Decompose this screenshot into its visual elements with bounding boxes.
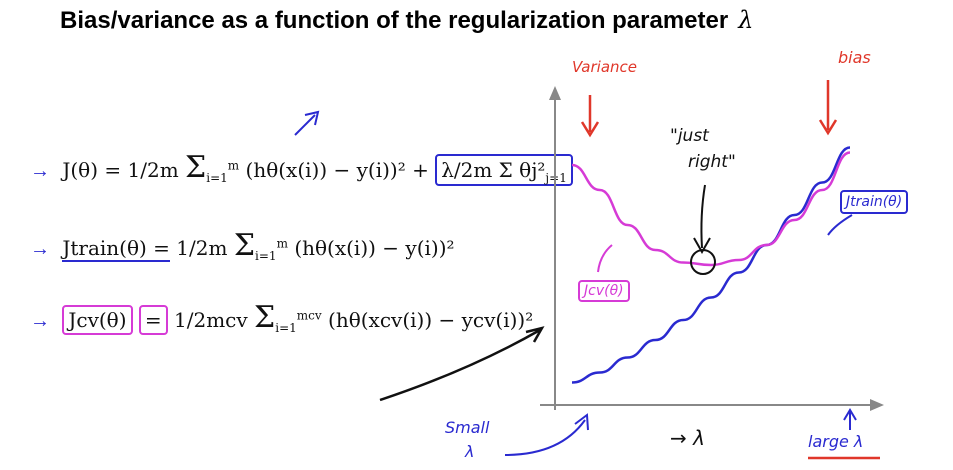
right-arrow-icon: → (30, 310, 50, 332)
small-label-line2: λ (465, 442, 475, 461)
variance-label: Variance (572, 58, 638, 76)
jcv-label: Jcv(θ) (578, 280, 630, 302)
large-label: large λ (808, 432, 864, 451)
cv-eq: = (138, 305, 168, 335)
equation-train: → Jtrain(θ) = 1/2m Σi=1m (hθ(x(i)) − y(i… (30, 228, 455, 263)
train-body: (hθ(x(i)) − y(i))² (294, 236, 455, 260)
cost-reg: λ/2m Σ θj² (441, 158, 546, 182)
pointer-arrow (379, 326, 545, 402)
title-text: Bias/variance as a function of the regul… (60, 7, 729, 34)
train-frac: 1/2m (176, 236, 228, 260)
train-sum-sign: Σ (233, 228, 256, 263)
cost-reg-sum-bottom: j=1 (545, 171, 567, 185)
jcv-label-arrow (597, 244, 613, 273)
jtrain-label-arrow (827, 214, 853, 236)
cv-frac: 1/2mcv (174, 308, 248, 332)
x-axis-arrow (870, 399, 884, 411)
jtrain-label: Jtrain(θ) (840, 190, 909, 214)
page-title: Bias/variance as a function of the regul… (60, 6, 753, 35)
right-arrow-icon: → (30, 238, 50, 260)
just-right-line1: "just (670, 126, 709, 146)
bias-label: bias (838, 48, 871, 67)
equation-cost: → J(θ) = 1/2m Σi=1m (hθ(x(i)) − y(i))² +… (30, 150, 573, 186)
cost-sum-top: m (227, 158, 240, 173)
regularization-term: λ/2m Σ θj²j=1 (435, 154, 573, 186)
minimum-circle (690, 249, 716, 275)
cv-sum-top: mcv (296, 308, 322, 323)
cost-sum-bottom: i=1 (206, 171, 228, 185)
cv-sum-bottom: i=1 (275, 321, 297, 335)
series-layer (571, 146, 851, 384)
large-arrow (843, 408, 857, 430)
series-line-0 (571, 146, 851, 384)
train-lhs: Jtrain(θ) = (62, 236, 170, 262)
just-right-arrow (693, 184, 711, 255)
cost-frac: 1/2m (127, 158, 179, 182)
variance-arrow (580, 95, 600, 138)
cv-body: (hθ(xcv(i)) − ycv(i))² (328, 308, 534, 332)
cv-lhs: Jcv(θ) (62, 305, 133, 335)
series-line-1 (571, 151, 851, 267)
just-right-line2: right" (688, 152, 736, 172)
equation-cv: → Jcv(θ) = 1/2mcv Σi=1mcv (hθ(xcv(i)) − … (30, 300, 533, 335)
y-axis-arrow (549, 86, 561, 100)
title-lambda: λ (738, 6, 754, 34)
pen-arrow (294, 110, 320, 136)
cv-sum-sign: Σ (254, 300, 276, 335)
cost-sum: Σ (185, 150, 207, 185)
cost-lhs: J(θ) = (62, 158, 122, 182)
small-arrow (504, 413, 589, 456)
small-label-line1: Small (445, 418, 490, 437)
train-sum-bottom: i=1 (255, 249, 277, 263)
bias-arrow (818, 80, 838, 136)
train-sum-top: m (276, 236, 288, 251)
cost-body: (hθ(x(i)) − y(i))² + (245, 158, 429, 182)
right-arrow-icon: → (30, 160, 50, 182)
axis-lambda-label: → λ (670, 426, 705, 450)
